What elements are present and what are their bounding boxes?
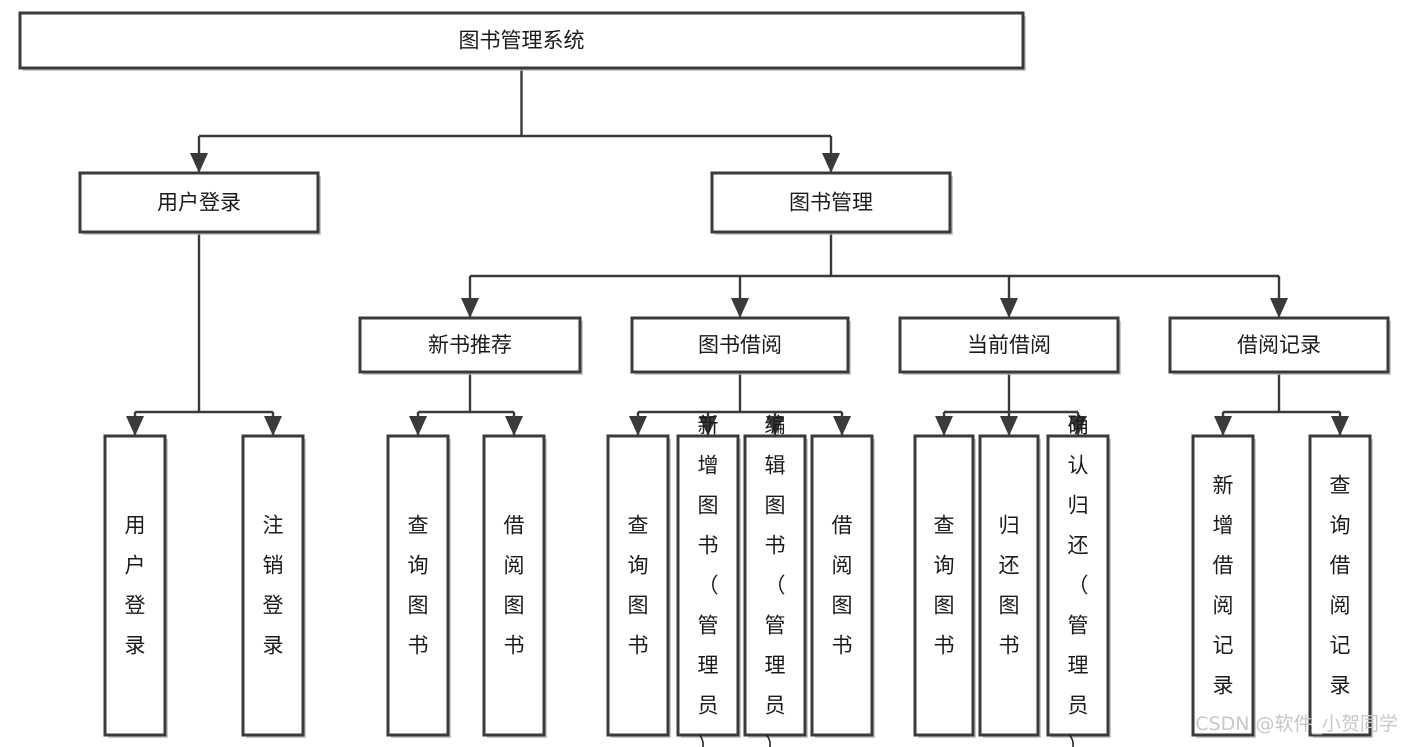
arrow-head-icon: [264, 416, 282, 436]
arrow-head-icon: [505, 416, 523, 436]
node-rect[interactable]: [978, 434, 1040, 737]
node-rect[interactable]: [1168, 316, 1390, 374]
arrow-head-icon: [833, 416, 851, 436]
node-leaf[interactable]: 确认归还（管理员）: [1046, 414, 1111, 747]
node-rect[interactable]: [1046, 434, 1110, 737]
node-rect[interactable]: [676, 434, 740, 737]
arrow-head-icon: [822, 153, 840, 173]
node-label: 查询借阅记录: [1330, 474, 1351, 698]
csdn-watermark: CSDN @软件_小贺同学: [1195, 713, 1398, 735]
node-label: 编辑图书（管理员）: [765, 414, 786, 747]
node-rect[interactable]: [103, 434, 167, 737]
node-label: 查询图书: [934, 514, 955, 658]
node-label: 新书推荐: [428, 333, 512, 357]
node-leaf[interactable]: 查询图书: [913, 434, 976, 738]
node-label: 用户登录: [157, 191, 241, 215]
node-rect[interactable]: [358, 316, 582, 374]
node-label: 图书管理系统: [459, 29, 585, 53]
node-level3[interactable]: 新书推荐: [358, 316, 583, 375]
node-label: 新增借阅记录: [1213, 474, 1234, 698]
connector-layer: [126, 68, 1349, 436]
node-label: 借阅记录: [1237, 333, 1321, 357]
arrow-head-icon: [190, 153, 208, 173]
arrow-head-icon: [1069, 416, 1087, 436]
node-label: 借阅图书: [832, 514, 853, 658]
arrow-head-icon: [409, 416, 427, 436]
node-level3[interactable]: 图书借阅: [630, 316, 851, 375]
node-label: 借阅图书: [504, 514, 525, 658]
arrow-head-icon: [1000, 416, 1018, 436]
node-label: 查询图书: [408, 514, 429, 658]
node-rect[interactable]: [241, 434, 305, 737]
node-leaf[interactable]: 注销登录: [241, 434, 306, 738]
node-leaf[interactable]: 编辑图书（管理员）: [743, 414, 808, 747]
node-label: 注销登录: [263, 514, 284, 658]
node-rect[interactable]: [1308, 434, 1372, 737]
node-level2[interactable]: 图书管理: [710, 171, 953, 235]
node-leaf[interactable]: 新增借阅记录: [1191, 434, 1256, 738]
node-rect[interactable]: [18, 11, 1025, 70]
arrow-head-icon: [629, 416, 647, 436]
node-label: 新增图书（管理员）: [698, 414, 719, 747]
arrow-head-icon: [935, 416, 953, 436]
arrow-head-icon: [1270, 298, 1288, 318]
watermark-layer: CSDN @软件_小贺同学: [1195, 713, 1398, 735]
node-rect[interactable]: [743, 434, 807, 737]
node-rect[interactable]: [1191, 434, 1255, 737]
node-rect[interactable]: [810, 434, 874, 737]
node-leaf[interactable]: 新增图书（管理员）: [676, 414, 741, 747]
arrow-head-icon: [699, 416, 717, 436]
arrow-head-icon: [1331, 416, 1349, 436]
node-rect[interactable]: [913, 434, 975, 737]
node-rect[interactable]: [78, 171, 320, 234]
node-label: 当前借阅: [967, 333, 1051, 357]
node-leaf[interactable]: 借阅图书: [482, 434, 547, 738]
node-label: 归还图书: [999, 514, 1020, 658]
node-level3[interactable]: 当前借阅: [898, 316, 1121, 375]
node-level3[interactable]: 借阅记录: [1168, 316, 1391, 375]
node-level2[interactable]: 用户登录: [78, 171, 321, 235]
arrow-head-icon: [1000, 298, 1018, 318]
node-layer: 图书管理系统用户登录图书管理新书推荐图书借阅当前借阅借阅记录用户登录注销登录查询…: [18, 11, 1391, 747]
node-rect[interactable]: [482, 434, 546, 737]
node-label: 查询图书: [628, 514, 649, 658]
arrow-head-icon: [731, 298, 749, 318]
node-leaf[interactable]: 用户登录: [103, 434, 168, 738]
node-rect[interactable]: [630, 316, 850, 374]
node-rect[interactable]: [386, 434, 450, 737]
node-root[interactable]: 图书管理系统: [18, 11, 1026, 71]
arrow-head-icon: [766, 416, 784, 436]
node-rect[interactable]: [606, 434, 670, 737]
arrow-head-icon: [126, 416, 144, 436]
node-label: 确认归还（管理员）: [1068, 414, 1089, 747]
arrow-head-icon: [461, 298, 479, 318]
node-leaf[interactable]: 查询图书: [606, 434, 671, 738]
node-leaf[interactable]: 归还图书: [978, 434, 1041, 738]
node-rect[interactable]: [898, 316, 1120, 374]
node-leaf[interactable]: 借阅图书: [810, 434, 875, 738]
node-label: 图书管理: [789, 191, 873, 215]
node-label: 图书借阅: [698, 333, 782, 357]
node-leaf[interactable]: 查询借阅记录: [1308, 434, 1373, 738]
node-leaf[interactable]: 查询图书: [386, 434, 451, 738]
node-label: 用户登录: [125, 514, 146, 658]
arrow-head-icon: [1214, 416, 1232, 436]
node-rect[interactable]: [710, 171, 952, 234]
